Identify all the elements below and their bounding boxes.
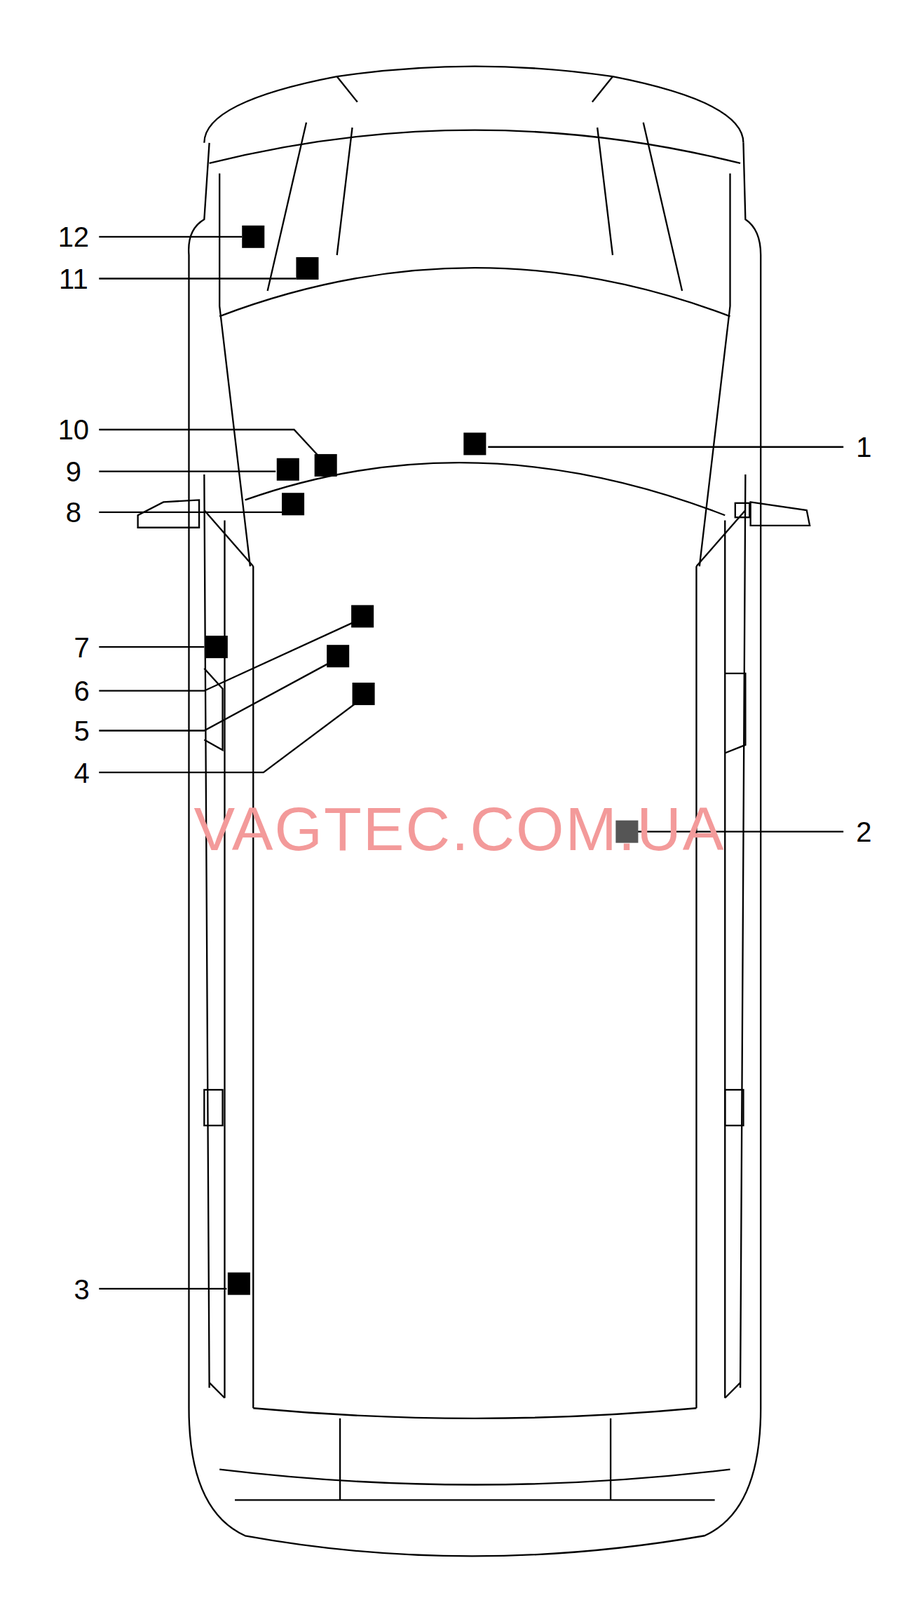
callout-number: 4 (73, 759, 90, 788)
leader-lines (98, 236, 844, 1290)
callout-number: 1 (855, 433, 872, 462)
callout-number: 2 (855, 818, 872, 847)
callout-number: 10 (58, 415, 90, 444)
car-outline (138, 66, 810, 1557)
callout-number: 7 (73, 633, 90, 662)
callout-number: 5 (73, 717, 90, 746)
callout-number: 9 (65, 457, 82, 486)
watermark: VAGTEC.COM.UA (194, 798, 726, 861)
callout-number: 12 (58, 222, 90, 251)
location-markers (205, 225, 639, 1296)
callout-number: 8 (65, 498, 82, 527)
callout-number: 11 (58, 264, 89, 294)
callout-number: 3 (73, 1275, 90, 1304)
callout-number: 6 (73, 677, 90, 706)
